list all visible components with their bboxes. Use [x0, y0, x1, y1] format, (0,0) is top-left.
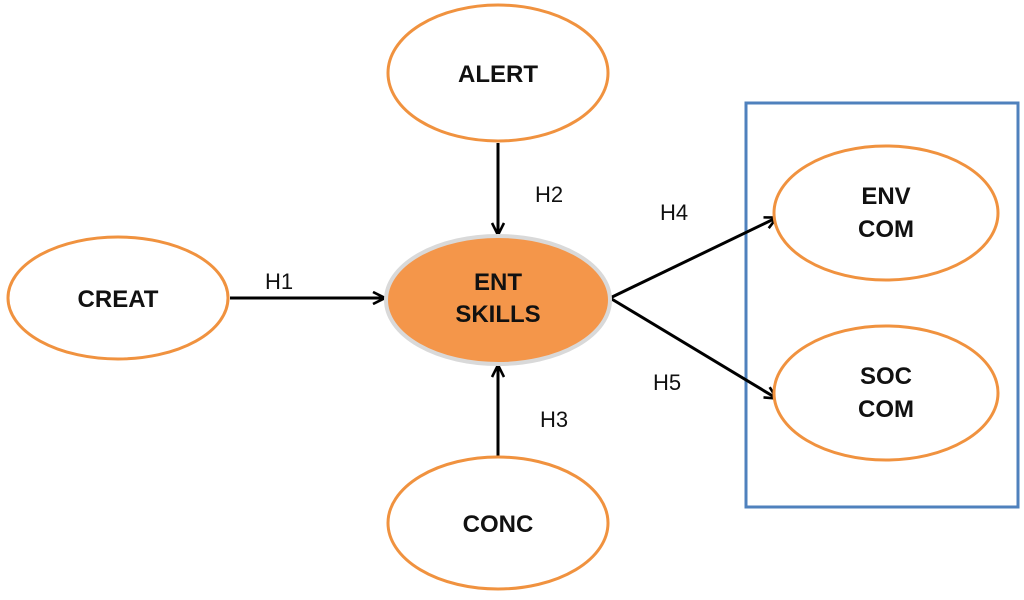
edge-h4-arrow — [609, 218, 776, 300]
edge-label-h4: H4 — [660, 200, 688, 225]
node-soc-com-label-line1: SOC — [860, 363, 912, 390]
edge-label-h5: H5 — [653, 370, 681, 395]
outcome-group-box — [744, 101, 1020, 509]
node-conc-label: CONC — [463, 511, 534, 538]
node-soc-com-label-line2: COM — [858, 396, 914, 423]
node-env-com-label-line1: ENV — [861, 183, 910, 210]
node-soc-com: SOC COM — [772, 324, 1000, 462]
node-conc: CONC — [386, 455, 610, 591]
edge-label-h3: H3 — [540, 407, 568, 432]
edge-label-h1: H1 — [265, 269, 293, 294]
node-alert-label: ALERT — [458, 61, 538, 88]
edge-h5-arrow — [609, 296, 776, 398]
node-creat: CREAT — [6, 235, 230, 361]
node-ent-skills-label-line1: ENT — [474, 269, 522, 296]
node-creat-label: CREAT — [78, 286, 159, 313]
node-ent-skills: ENT SKILLS — [384, 234, 612, 366]
node-env-com: ENV COM — [772, 144, 1000, 282]
node-env-com-label-line2: COM — [858, 216, 914, 243]
node-ent-skills-label-line2: SKILLS — [455, 301, 540, 328]
node-alert: ALERT — [386, 3, 610, 143]
edge-label-h2: H2 — [535, 182, 563, 207]
